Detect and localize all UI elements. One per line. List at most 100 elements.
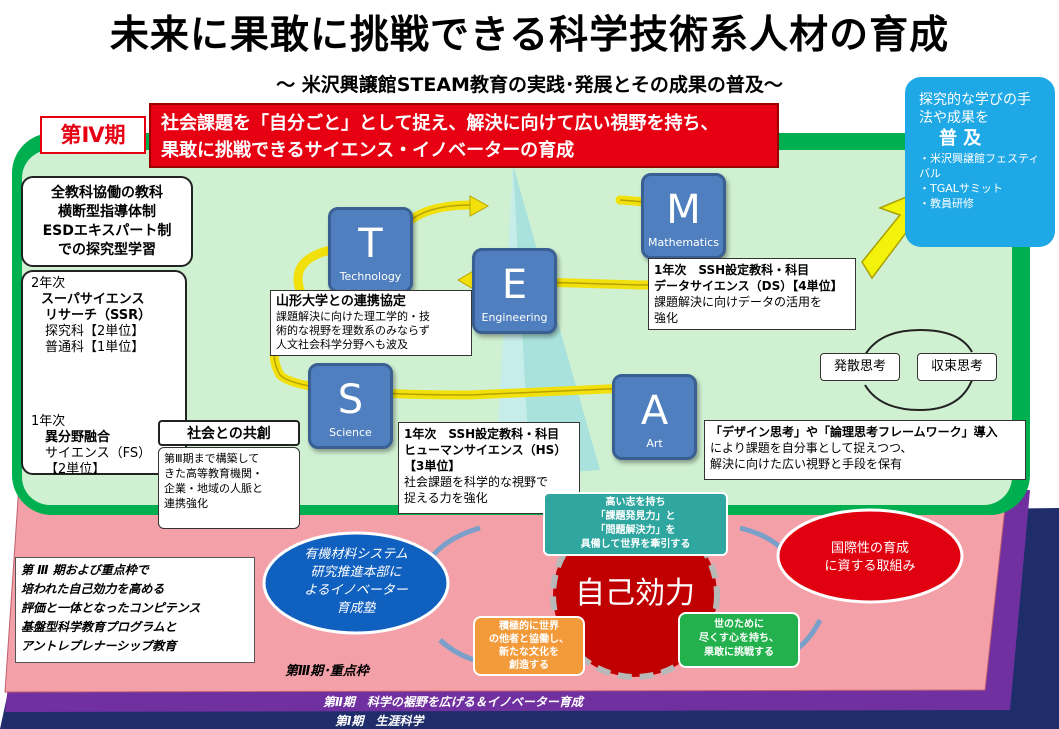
dissemination-heading: 普 及 (939, 128, 982, 149)
steam-word: Science (329, 426, 372, 439)
phase4-goal: 社会課題を「自分ごと」として捉え、解決に向けて広い視野を持ち、 果敢に挑戦できる… (149, 103, 779, 168)
teal-line: 高い志を持ち (605, 497, 666, 508)
kyoso-body: 連携強化 (164, 497, 208, 510)
dissemination-box: 探究的な学びの手法や成果を 普 及 ・米沢興譲館フェスティバル ・TGALサミッ… (905, 77, 1055, 247)
ds-line1: 1年次 SSH設定教科・科目 (654, 263, 810, 277)
steam-tile-technology: T Technology (328, 207, 413, 293)
hs-body: 捉える力を強化 (404, 491, 488, 505)
dissemination-item: ・TGALサミット (919, 182, 1003, 195)
steam-letter: S (337, 377, 364, 423)
yamagata-body: 課題解決に向けた理工学的・技 (276, 310, 430, 323)
think-arc-top (864, 328, 973, 356)
art-body: により課題を自分事として捉えつつ、 (710, 441, 913, 455)
ds-line2: データサイエンス（DS）【4単位】 (654, 279, 843, 293)
layer-phase3-label: 第Ⅲ期･重点枠 (285, 664, 369, 679)
organic-ellipse (262, 531, 450, 635)
organic-line: 研究推進本部に (310, 565, 402, 580)
phase3-note-line: 評価と一体となったコンピテンス (21, 601, 201, 615)
intl-line: 国際性の育成 (830, 541, 909, 556)
kyoso-body: 第Ⅲ期まで構築して (164, 452, 260, 465)
ssr-units: 探究科【2単位】 (45, 324, 145, 339)
ssr-name: スーパサイエンス (41, 292, 145, 307)
fs-units: 【2単位】 (45, 462, 106, 477)
green-box: 世のために 尽くす心を持ち、 果敢に挑戦する (678, 612, 800, 668)
yamagata-body: 人文社会科学分野へも波及 (276, 338, 408, 351)
steam-letter: A (640, 388, 669, 434)
think-arc-bottom (864, 379, 973, 412)
ds-body: 強化 (654, 311, 679, 325)
arrow-head-1 (469, 195, 490, 217)
orange-line: の他者と協働し、 (489, 634, 569, 645)
organic-line: 育成塾 (336, 601, 376, 616)
intl-ellipse (776, 508, 964, 604)
phase3-note-line: 培われた自己効力を高める (21, 582, 165, 596)
cross-curricular-box: 全教科協働の教科 横断型指導体制 ESDエキスパート制 での探究型学習 (21, 176, 193, 267)
art-box: 「デザイン思考」や「論理思考フレームワーク」導入 により課題を自分事として捉えつ… (704, 420, 1026, 480)
layer-phase1-label: 第Ⅰ期 生涯科学 (335, 714, 424, 728)
kyoso-box: 第Ⅲ期まで構築して きた高等教育機関・ 企業・地域の人脈と 連携強化 (158, 447, 300, 529)
ssr-name: リサーチ（SSR） (45, 308, 152, 323)
green-line: 尽くす心を持ち、 (699, 633, 779, 644)
phase3-note: 第 Ⅲ 期および重点枠で 培われた自己効力を高める 評価と一体となったコンピテン… (15, 557, 255, 663)
phase3-note-line: アントレプレナーシップ教育 (21, 639, 177, 653)
layer-phase2-label: 第Ⅱ期 科学の裾野を広げる＆イノベーター育成 (323, 695, 583, 709)
ssr-units: 普通科【1単位】 (45, 340, 145, 355)
intl-text: 国際性の育成 に資する取組み (800, 540, 940, 576)
kyoso-body: きた高等教育機関・ (164, 467, 263, 480)
divergent-thinking: 発散思考 (820, 353, 900, 381)
fs-name: サイエンス（FS） (45, 446, 152, 461)
teal-line: 具備して世界を牽引する (580, 539, 691, 550)
steam-tile-art: A Art (612, 374, 697, 460)
self-efficacy: 自己効力 (575, 576, 695, 611)
page-title: 未来に果敢に挑戦できる科学技術系人材の育成 (109, 13, 950, 58)
orange-box: 積極的に世界 の他者と協働し、 新たな文化を 創造する (473, 616, 585, 676)
phase3-note-line: 第 Ⅲ 期および重点枠で (21, 563, 149, 577)
ds-body: 課題解決に向けデータの活用を (654, 295, 823, 309)
teal-line: 「問題解決力」を (595, 525, 676, 536)
steam-word: Art (646, 437, 663, 450)
kyoso-title: 社会との共創 (158, 420, 300, 446)
steam-letter: T (358, 221, 383, 267)
steam-word: Technology (339, 270, 402, 283)
page-subtitle: 〜 米沢興譲館STEAM教育の実践･発展とその成果の普及〜 (276, 74, 783, 96)
hs-units: 【3単位】 (404, 459, 461, 473)
kyoso-body: 企業・地域の人脈と (164, 482, 263, 495)
phase4-goal-line: 社会課題を「自分ごと」として捉え、解決に向けて広い視野を持ち、 (161, 113, 719, 134)
steam-tile-mathematics: M Mathematics (641, 173, 726, 259)
hs-body: 社会課題を科学的な視野で (404, 475, 549, 489)
teal-line: 「課題発見力」と (595, 511, 676, 522)
steam-letter: E (501, 262, 528, 308)
steam-word: Mathematics (648, 236, 719, 249)
ds-box: 1年次 SSH設定教科・科目 データサイエンス（DS）【4単位】 課題解決に向け… (648, 258, 856, 330)
hs-line2: ヒューマンサイエンス（HS） (404, 443, 567, 457)
cross-curricular-line: 横断型指導体制 (58, 204, 156, 220)
cross-curricular-line: 全教科協働の教科 (51, 185, 163, 201)
orange-line: 新たな文化を (499, 647, 559, 658)
steam-letter: M (666, 187, 701, 233)
orange-line: 積極的に世界 (499, 621, 559, 632)
yamagata-title: 山形大学との連携協定 (276, 294, 406, 309)
teal-box: 高い志を持ち 「課題発見力」と 「問題解決力」を 具備して世界を牽引する (543, 492, 728, 556)
steam-word: Engineering (481, 311, 548, 324)
steam-tile-science: S Science (308, 363, 393, 449)
organic-line: よるイノベーター (304, 583, 408, 598)
intl-line: に資する取組み (824, 559, 916, 574)
hs-line1: 1年次 SSH設定教科・科目 (404, 427, 560, 441)
art-body: 解決に向けた広い視野と手段を保有 (710, 457, 903, 471)
green-line: 世のために (714, 619, 764, 630)
orange-line: 創造する (509, 660, 549, 671)
ssr-year2: 2年次 (31, 276, 66, 291)
cross-curricular-line: ESDエキスパート制 (42, 223, 172, 239)
cross-curricular-line: での探究型学習 (58, 242, 156, 258)
organic-text: 有機材料システム 研究推進本部に よるイノベーター 育成塾 (276, 546, 436, 618)
yamagata-box: 山形大学との連携協定 課題解決に向けた理工学的・技 術的な視野を理数系のみならず… (270, 290, 472, 356)
hs-box: 1年次 SSH設定教科・科目 ヒューマンサイエンス（HS） 【3単位】 社会課題… (398, 422, 580, 514)
yamagata-body: 術的な視野を理数系のみならず (276, 324, 430, 337)
fs-name: 異分野融合 (45, 430, 111, 445)
steam-tile-engineering: E Engineering (472, 248, 557, 334)
phase4-goal-line: 果敢に挑戦できるサイエンス・イノベーターの育成 (161, 140, 575, 161)
phase3-note-line: 基盤型科学教育プログラムと (21, 620, 177, 634)
dissemination-item: ・教員研修 (919, 197, 974, 210)
phase4-label: 第Ⅳ期 (40, 116, 146, 154)
convergent-thinking: 収束思考 (917, 353, 997, 381)
